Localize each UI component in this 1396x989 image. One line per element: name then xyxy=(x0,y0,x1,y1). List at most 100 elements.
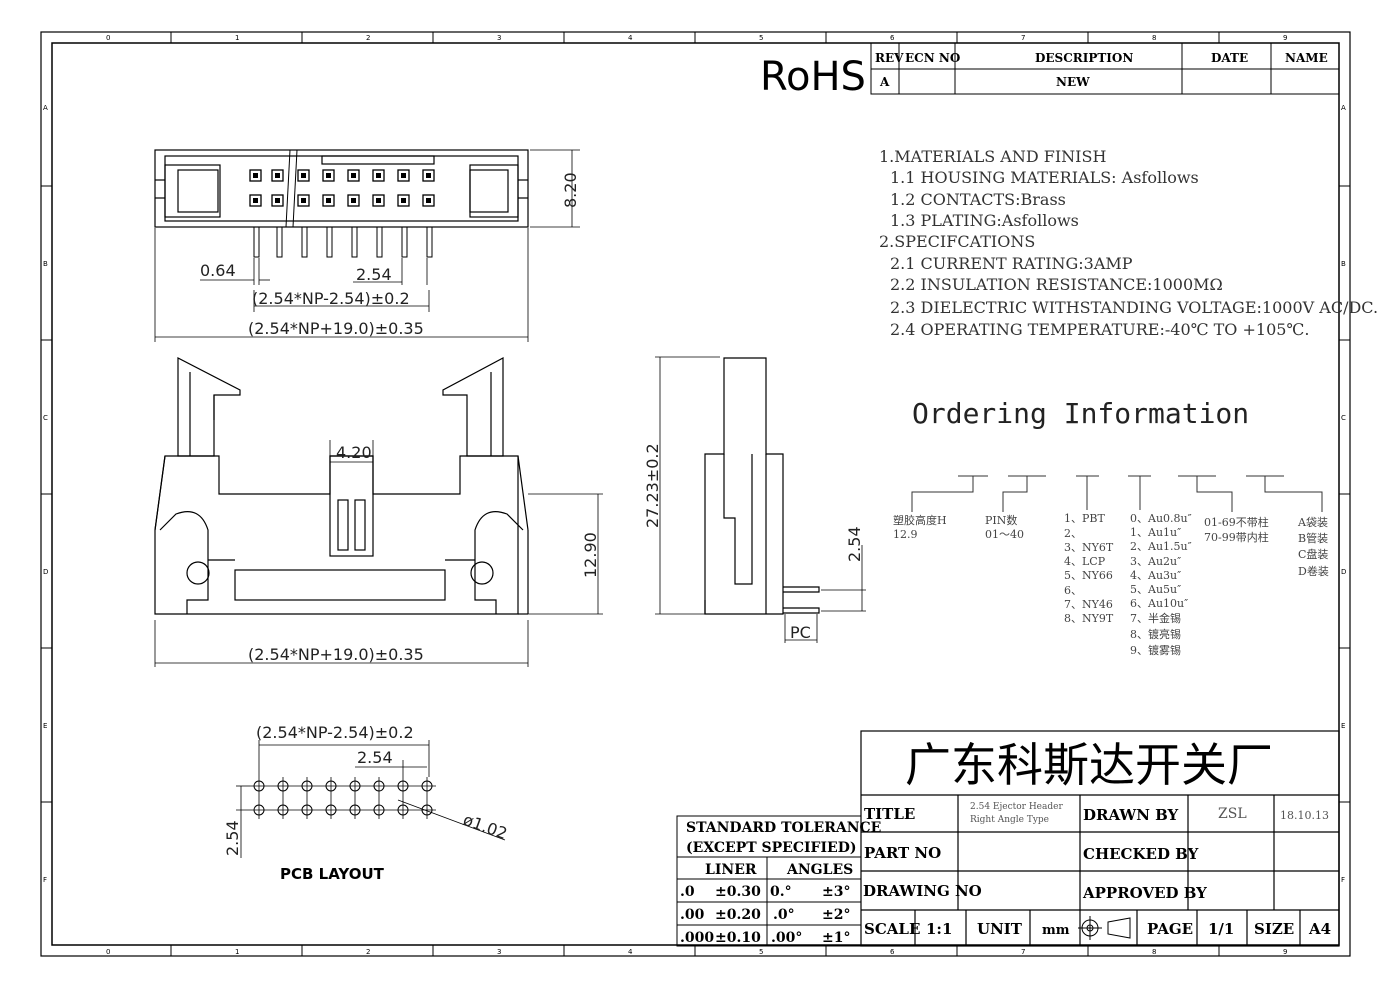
dim-pcb-span: (2.54*NP-2.54)±0.2 xyxy=(256,723,414,742)
order-col4-line9: 8、镀亮锡 xyxy=(1130,627,1181,641)
spec-line-1: 1.MATERIALS AND FINISH xyxy=(879,147,1106,166)
drawn-date: 18.10.13 xyxy=(1280,809,1329,822)
order-col2-line1: PIN数 xyxy=(985,514,1017,527)
order-col4-line7: 6、Au10u″ xyxy=(1130,597,1188,610)
zone-left-F: F xyxy=(43,876,47,884)
unit-label: UNIT xyxy=(977,920,1023,938)
drawing-no-label: DRAWING NO xyxy=(863,882,982,900)
spec-line-2: 1.1 HOUSING MATERIALS: Asfollows xyxy=(890,168,1199,187)
checked-by-label: CHECKED BY xyxy=(1083,845,1199,863)
rev-header: REV xyxy=(875,51,904,65)
ecn-header: ECN NO xyxy=(905,51,960,65)
zone-bottom-7: 7 xyxy=(1021,948,1025,956)
zone-bottom-2: 2 xyxy=(366,948,370,956)
tolerance-title-2: (EXCEPT SPECIFIED) xyxy=(686,840,856,856)
dim-pitch: 2.54 xyxy=(356,265,392,284)
tol-row3-angle: .00° xyxy=(771,930,802,946)
zone-right-E: E xyxy=(1341,722,1345,730)
spec-line-5: 2.SPECIFCATIONS xyxy=(879,232,1035,251)
dim-pcb-pitch: 2.54 xyxy=(357,748,393,767)
order-col4-line1: 0、Au0.8u″ xyxy=(1130,512,1192,525)
order-col4-line4: 3、Au2u″ xyxy=(1130,555,1181,568)
scale-label: SCALE xyxy=(864,920,920,938)
page-label: PAGE xyxy=(1147,920,1193,938)
order-col5-line2: 70-99带内柱 xyxy=(1204,530,1269,544)
drawn-by-value: ZSL xyxy=(1218,806,1247,822)
tol-row2-linear: .00 xyxy=(680,907,705,923)
top-view-dimensions xyxy=(154,149,580,342)
specs-block: 1.MATERIALS AND FINISH 1.1 HOUSING MATER… xyxy=(879,147,1378,339)
approved-by-label: APPROVED BY xyxy=(1082,884,1207,902)
zone-bottom-4: 4 xyxy=(628,948,633,956)
zone-right-A: A xyxy=(1341,104,1346,112)
spec-line-3: 1.2 CONTACTS:Brass xyxy=(890,190,1066,209)
dim-pin-width: 0.64 xyxy=(200,261,236,280)
order-col3-line2: 2、 xyxy=(1064,527,1082,540)
dim-body-length: (2.54*NP+19.0)±0.35 xyxy=(248,319,424,338)
tolerance-col-angles: ANGLES xyxy=(786,862,853,878)
front-view xyxy=(154,357,529,615)
tol-row3-linear: .000 xyxy=(680,930,714,946)
zone-left-A: A xyxy=(43,104,48,112)
order-col4-line8: 7、半金锡 xyxy=(1130,611,1181,625)
front-view-dimensions xyxy=(154,440,603,667)
zone-top-8: 8 xyxy=(1152,34,1156,42)
tol-row1-linear: .0 xyxy=(680,884,695,900)
order-col1-line2: 12.9 xyxy=(893,528,918,541)
ordering-options: 塑胶高度H 12.9 PIN数 01～40 1、PBT 2、 3、NY6T 4、… xyxy=(893,512,1329,657)
dim-hole-dia: ø1.02 xyxy=(461,810,510,843)
order-col6-line2: B管装 xyxy=(1298,531,1328,545)
order-col3-line3: 3、NY6T xyxy=(1064,541,1114,554)
ordering-title: Ordering Information xyxy=(912,397,1249,430)
tol-row1-angle-val: ±3° xyxy=(822,884,850,900)
top-view-pin-centers xyxy=(253,173,431,203)
rohs-logo: RoHS xyxy=(760,54,866,100)
spec-line-9: 2.4 OPERATING TEMPERATURE:-40℃ TO +105℃. xyxy=(890,320,1309,339)
dim-pc: PC xyxy=(790,623,811,642)
tol-row3-angle-val: ±1° xyxy=(822,930,850,946)
zone-ticks xyxy=(41,32,1350,956)
pcb-layout-label: PCB LAYOUT xyxy=(280,865,385,883)
top-view-pins xyxy=(253,226,433,258)
date-header: DATE xyxy=(1211,51,1248,65)
tol-row1-angle: 0.° xyxy=(770,884,792,900)
tol-row3-linear-val: ±0.10 xyxy=(715,930,761,946)
description-header: DESCRIPTION xyxy=(1035,51,1133,65)
zone-top-1: 1 xyxy=(235,34,239,42)
tol-row2-angle-val: ±2° xyxy=(822,907,850,923)
size-label: SIZE xyxy=(1254,920,1294,938)
title-label: TITLE xyxy=(864,805,915,823)
zone-bottom-9: 9 xyxy=(1283,948,1287,956)
order-col4-line10: 9、镀雾锡 xyxy=(1130,643,1181,657)
zone-bottom-5: 5 xyxy=(759,948,763,956)
title-value-1: 2.54 Ejector Header xyxy=(970,802,1063,812)
order-col2-line2: 01～40 xyxy=(985,528,1024,541)
order-col4-line3: 2、Au1.5u″ xyxy=(1130,540,1192,553)
title-value-2: Right Angle Type xyxy=(970,815,1049,825)
ordering-leaders xyxy=(911,475,1323,512)
zone-top-4: 4 xyxy=(628,34,633,42)
order-col3-line6: 6、 xyxy=(1064,584,1082,597)
dim-top-height: 8.20 xyxy=(561,172,580,208)
projection-symbol-icon xyxy=(1078,916,1131,940)
revision-table xyxy=(870,42,1340,95)
dim-front-length: (2.54*NP+19.0)±0.35 xyxy=(248,645,424,664)
title-block xyxy=(860,730,1340,947)
zone-bottom-6: 6 xyxy=(890,948,895,956)
order-col4-line2: 1、Au1u″ xyxy=(1130,526,1181,539)
zone-bottom-1: 1 xyxy=(235,948,239,956)
dim-pin-span: (2.54*NP-2.54)±0.2 xyxy=(252,289,410,308)
top-view xyxy=(154,149,529,228)
side-view-dimensions xyxy=(655,356,866,643)
tolerance-col-linear: LINER xyxy=(705,862,757,878)
zone-bottom-0: 0 xyxy=(106,948,110,956)
unit-value: mm xyxy=(1042,923,1070,938)
spec-line-6: 2.1 CURRENT RATING:3AMP xyxy=(890,254,1133,273)
zone-top-6: 6 xyxy=(890,34,895,42)
size-value: A4 xyxy=(1308,920,1331,938)
order-col4-line6: 5、Au5u″ xyxy=(1130,583,1181,596)
dim-side-height: 27.23±0.2 xyxy=(643,443,662,528)
page-value: 1/1 xyxy=(1208,920,1234,938)
zone-top-0: 0 xyxy=(106,34,110,42)
